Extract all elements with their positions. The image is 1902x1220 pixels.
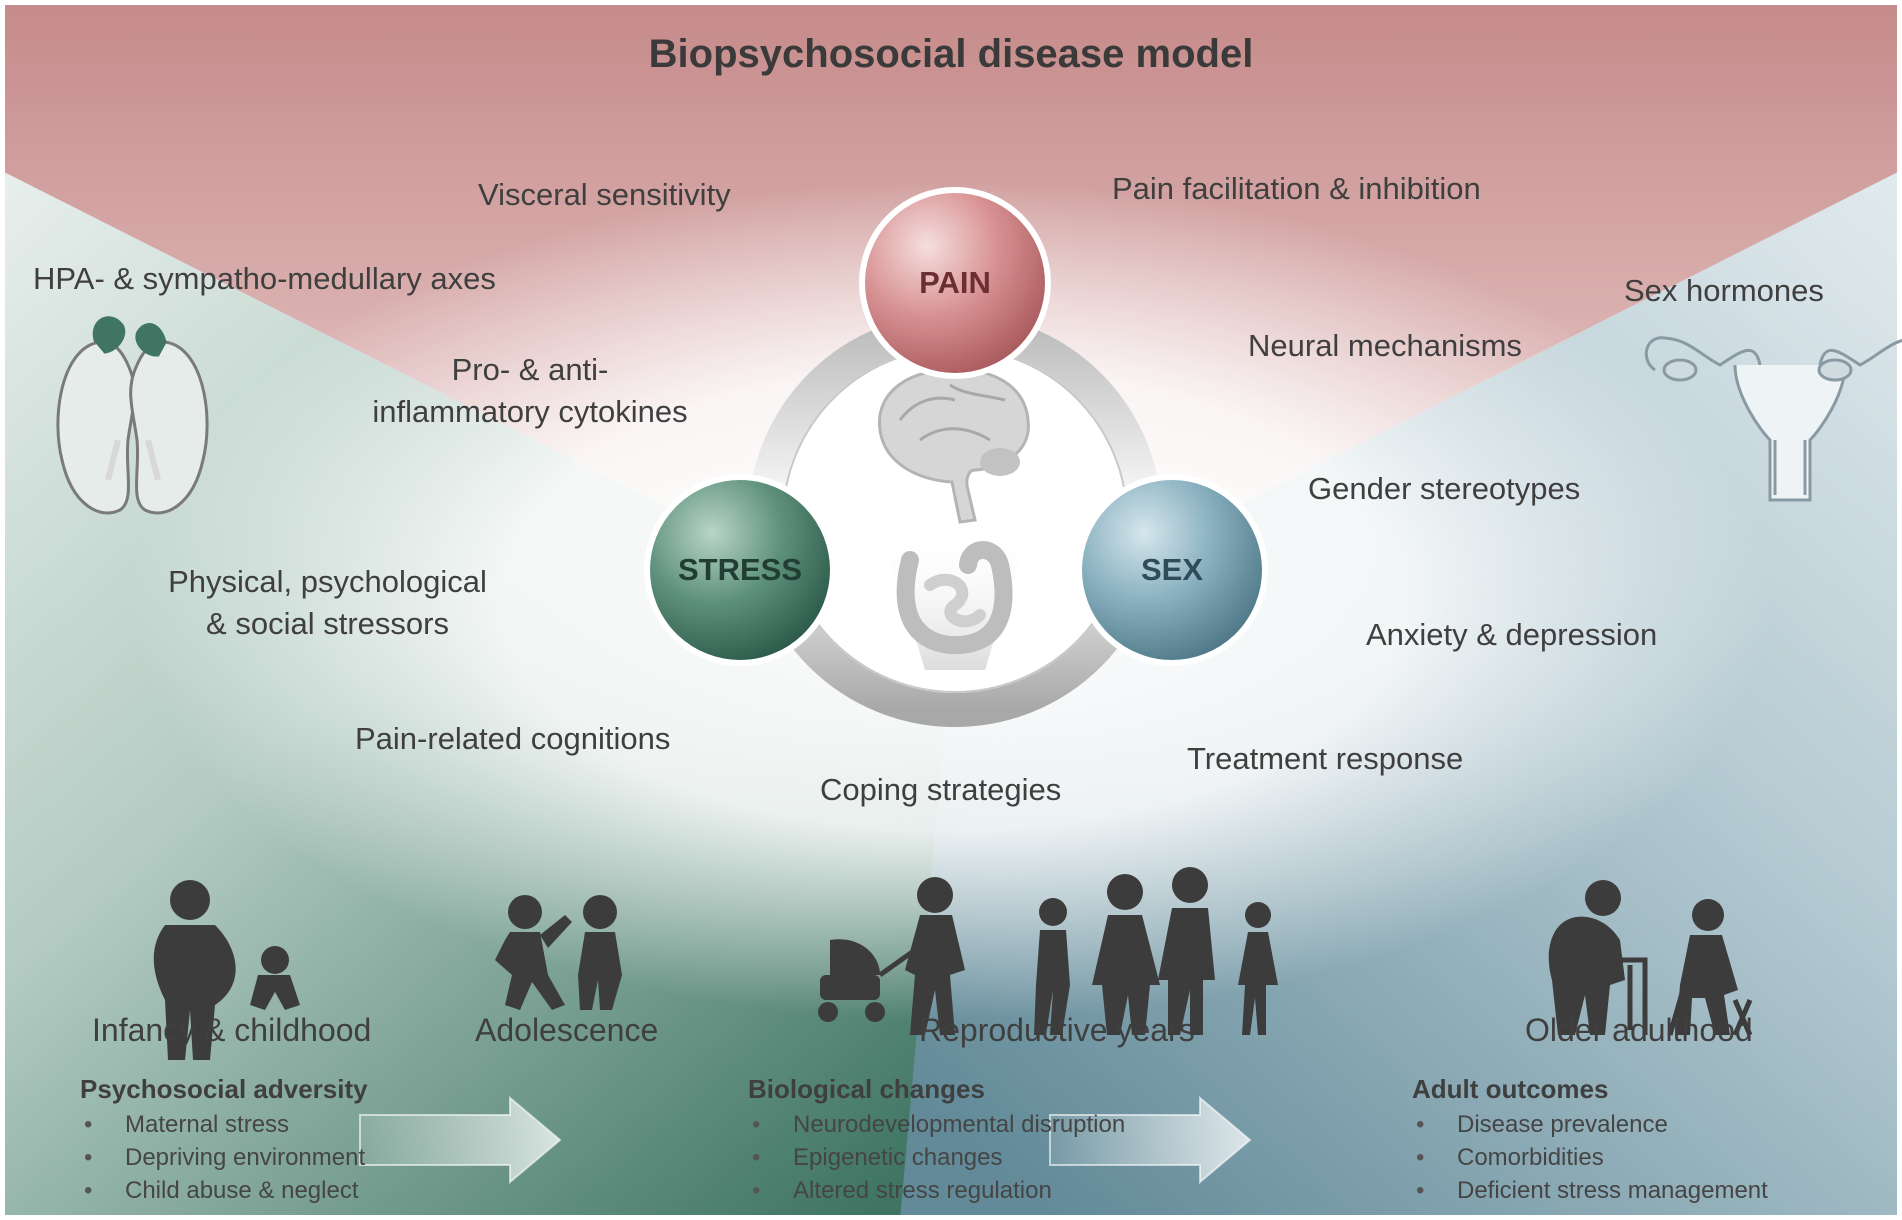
intestine-icon — [896, 541, 1013, 655]
list-item: Comorbidities — [1412, 1141, 1768, 1174]
adversity-list: Maternal stress Depriving environment Ch… — [80, 1108, 365, 1207]
factor-cytokines-line2: inflammatory cytokines — [372, 394, 688, 429]
stage-infancy: Infancy & childhood — [92, 1012, 372, 1048]
sex-hub — [1076, 474, 1268, 666]
list-item: Disease prevalence — [1412, 1108, 1768, 1141]
factor-anxiety-depression: Anxiety & depression — [1366, 617, 1658, 652]
uterus-icon — [1644, 336, 1902, 502]
parent-with-stroller-icon — [818, 877, 965, 1035]
adversity-heading: Psychosocial adversity — [80, 1074, 368, 1104]
factor-sex-hormones: Sex hormones — [1624, 273, 1824, 308]
factor-stressors-line2: & social stressors — [206, 606, 449, 641]
factor-coping-strategies: Coping strategies — [820, 772, 1062, 807]
stage-adolescence: Adolescence — [475, 1012, 659, 1048]
list-item: Deficient stress management — [1412, 1174, 1768, 1207]
diagram-title: Biopsychosocial disease model — [648, 32, 1254, 76]
outcomes-list: Disease prevalence Comorbidities Deficie… — [1412, 1108, 1768, 1207]
family-icon — [1034, 867, 1278, 1035]
elderly-people-icon — [1548, 880, 1753, 1036]
pain-label: PAIN — [919, 265, 991, 300]
list-item: Maternal stress — [80, 1108, 365, 1141]
list-item: Child abuse & neglect — [80, 1174, 365, 1207]
biological-list: Neurodevelopmental disruption Epigenetic… — [748, 1108, 1125, 1207]
list-item: Epigenetic changes — [748, 1141, 1125, 1174]
factor-hpa-axes: HPA- & sympatho-medullary axes — [33, 261, 496, 296]
adolescents-icon — [495, 895, 622, 1010]
biological-heading: Biological changes — [748, 1074, 985, 1104]
factor-stressors-line1: Physical, psychological — [168, 564, 487, 599]
factor-neural-mechanisms: Neural mechanisms — [1248, 328, 1522, 363]
factor-stressors: Physical, psychological & social stresso… — [130, 561, 525, 645]
pregnant-woman-child-icon — [153, 880, 300, 1060]
stress-label: STRESS — [677, 552, 803, 587]
outcomes-heading: Adult outcomes — [1412, 1074, 1609, 1104]
stage-older: Older adulthood — [1525, 1012, 1753, 1048]
list-item: Altered stress regulation — [748, 1174, 1125, 1207]
factor-gender-stereotypes: Gender stereotypes — [1308, 471, 1581, 506]
kidney-adrenal-icon — [56, 316, 209, 515]
pain-hub — [859, 187, 1051, 379]
sex-label: SEX — [1140, 552, 1204, 587]
factor-visceral-sensitivity: Visceral sensitivity — [478, 177, 731, 212]
factor-pain-cognitions: Pain-related cognitions — [355, 721, 671, 756]
stage-reproductive: Reproductive years — [919, 1012, 1195, 1048]
factor-cytokines: Pro- & anti- inflammatory cytokines — [330, 349, 730, 433]
factor-treatment-response: Treatment response — [1187, 741, 1464, 776]
factor-cytokines-line1: Pro- & anti- — [451, 352, 609, 387]
list-item: Neurodevelopmental disruption — [748, 1108, 1125, 1141]
stress-hub — [644, 474, 836, 666]
list-item: Depriving environment — [80, 1141, 365, 1174]
factor-pain-facilitation: Pain facilitation & inhibition — [1112, 171, 1481, 206]
